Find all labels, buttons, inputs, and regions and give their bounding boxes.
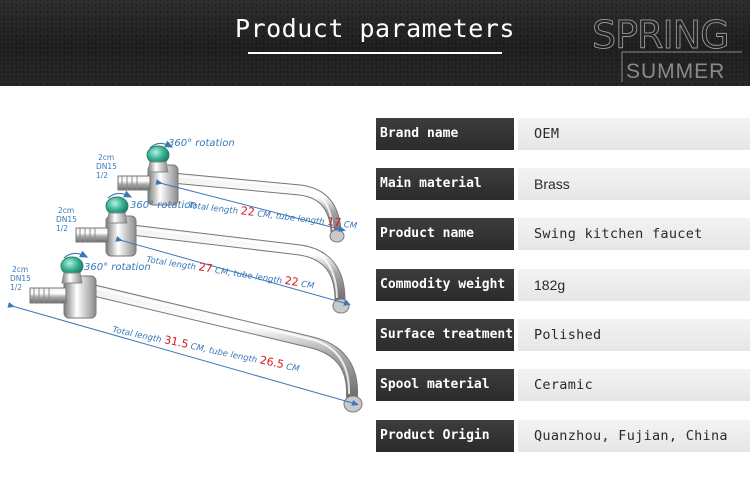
total-unit-2: CM, tube length xyxy=(214,266,283,286)
total-unit-3: CM, tube length xyxy=(190,342,258,366)
param-divider xyxy=(514,420,518,452)
frac-label-1: 1/2 xyxy=(96,171,108,180)
param-key: Spool material xyxy=(376,369,514,401)
length-label-2: Total length 27 CM, tube length 22 CM xyxy=(146,252,317,292)
param-divider xyxy=(514,319,518,351)
brand-logo-bottom: SUMMER xyxy=(626,60,725,83)
tube-num-1: 17 xyxy=(327,215,342,230)
frac-label-2: 1/2 xyxy=(56,224,68,233)
param-row-surface-treatment: Surface treatment Polished xyxy=(376,319,750,351)
dn-label-3: DN15 xyxy=(10,274,31,283)
param-divider xyxy=(514,118,518,150)
rotation-label-1: 360° rotation xyxy=(168,138,235,149)
faucet-small: 360° rotation 2cm DN15 1/2 Total length … xyxy=(96,138,358,243)
param-value: Quanzhou, Fujian, China xyxy=(518,420,750,452)
param-row-commodity-weight: Commodity weight 182g xyxy=(376,269,750,301)
param-row-product-origin: Product Origin Quanzhou, Fujian, China xyxy=(376,420,750,452)
svg-text:Total length 27: Total length 27 CM, tube length 22 CM xyxy=(146,252,317,292)
param-value: Brass xyxy=(518,168,750,200)
param-key: Surface treatment xyxy=(376,319,514,351)
dn-label-2: DN15 xyxy=(56,215,77,224)
dn-label-1: DN15 xyxy=(96,162,117,171)
param-divider xyxy=(514,369,518,401)
brand-logo-top: SPRING xyxy=(592,13,729,57)
page-title: Product parameters xyxy=(235,14,515,43)
rotation-label-3: 360° rotation xyxy=(84,262,151,273)
tube-unit-1: CM xyxy=(343,220,358,232)
frac-label-3: 1/2 xyxy=(10,283,22,292)
title-underline xyxy=(248,52,502,54)
total-num-2: 27 xyxy=(198,260,214,275)
size-label-1: 2cm xyxy=(98,153,114,162)
param-row-brand-name: Brand name OEM xyxy=(376,118,750,150)
parameters-table: Brand name OEM Main material Brass Produ… xyxy=(376,0,750,500)
param-key: Main material xyxy=(376,168,514,200)
param-key: Brand name xyxy=(376,118,514,150)
total-prefix-3: Total length xyxy=(111,325,162,345)
param-divider xyxy=(514,269,518,301)
product-image: 360° rotation 2cm DN15 1/2 Total length … xyxy=(0,86,372,500)
total-num-1: 22 xyxy=(240,204,255,219)
param-value: 182g xyxy=(518,269,750,301)
param-value: OEM xyxy=(518,118,750,150)
size-label-3: 2cm xyxy=(12,265,28,274)
param-key: Commodity weight xyxy=(376,269,514,301)
param-divider xyxy=(514,168,518,200)
header-texture xyxy=(0,0,750,86)
tube-num-2: 22 xyxy=(284,274,300,289)
param-row-product-name: Product name Swing kitchen faucet xyxy=(376,218,750,250)
param-key: Product name xyxy=(376,218,514,250)
header-banner: Product parameters SPRING SUMMER xyxy=(0,0,750,86)
param-row-spool-material: Spool material Ceramic xyxy=(376,369,750,401)
tube-unit-2: CM xyxy=(300,280,315,292)
total-prefix-2: Total length xyxy=(146,255,197,273)
param-key: Product Origin xyxy=(376,420,514,452)
total-unit-1: CM, tube length xyxy=(257,209,326,227)
faucets-illustration: 360° rotation 2cm DN15 1/2 Total length … xyxy=(7,138,363,413)
param-divider xyxy=(514,218,518,250)
param-row-main-material: Main material Brass xyxy=(376,168,750,200)
param-value: Swing kitchen faucet xyxy=(518,218,750,250)
rotation-label-2: 360° rotation xyxy=(130,200,197,211)
faucet-large: 360° rotation 2cm DN15 1/2 Total length … xyxy=(7,250,363,413)
total-num-3: 31.5 xyxy=(163,333,190,351)
tube-num-3: 26.5 xyxy=(259,354,286,372)
param-value: Polished xyxy=(518,319,750,351)
tube-unit-3: CM xyxy=(285,362,301,375)
param-value: Ceramic xyxy=(518,369,750,401)
size-label-2: 2cm xyxy=(58,206,74,215)
brand-logo: SPRING SUMMER xyxy=(592,13,742,83)
